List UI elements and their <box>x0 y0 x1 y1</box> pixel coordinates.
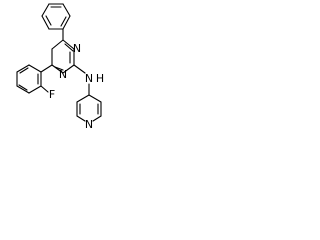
phenyl-ring <box>41 3 71 30</box>
atom-fluorine: F <box>49 88 55 101</box>
chemical-structure: N N F N H N <box>16 3 104 131</box>
amine-bond <box>73 64 86 74</box>
pyrimidine-ring <box>51 39 75 74</box>
atom-n-pyridine: N <box>85 118 93 131</box>
pyridine-ring <box>76 94 102 122</box>
fluorine-bond <box>40 85 49 93</box>
atom-n-amine: N <box>85 72 93 85</box>
atom-h-amine: H <box>96 72 104 85</box>
atom-n-pyrimidine-bottom: N <box>59 68 67 81</box>
atom-n-pyrimidine-top: N <box>73 42 81 55</box>
fluorophenyl-ring <box>16 64 42 94</box>
pyrimidine-fluorophenyl-bond <box>40 64 53 73</box>
